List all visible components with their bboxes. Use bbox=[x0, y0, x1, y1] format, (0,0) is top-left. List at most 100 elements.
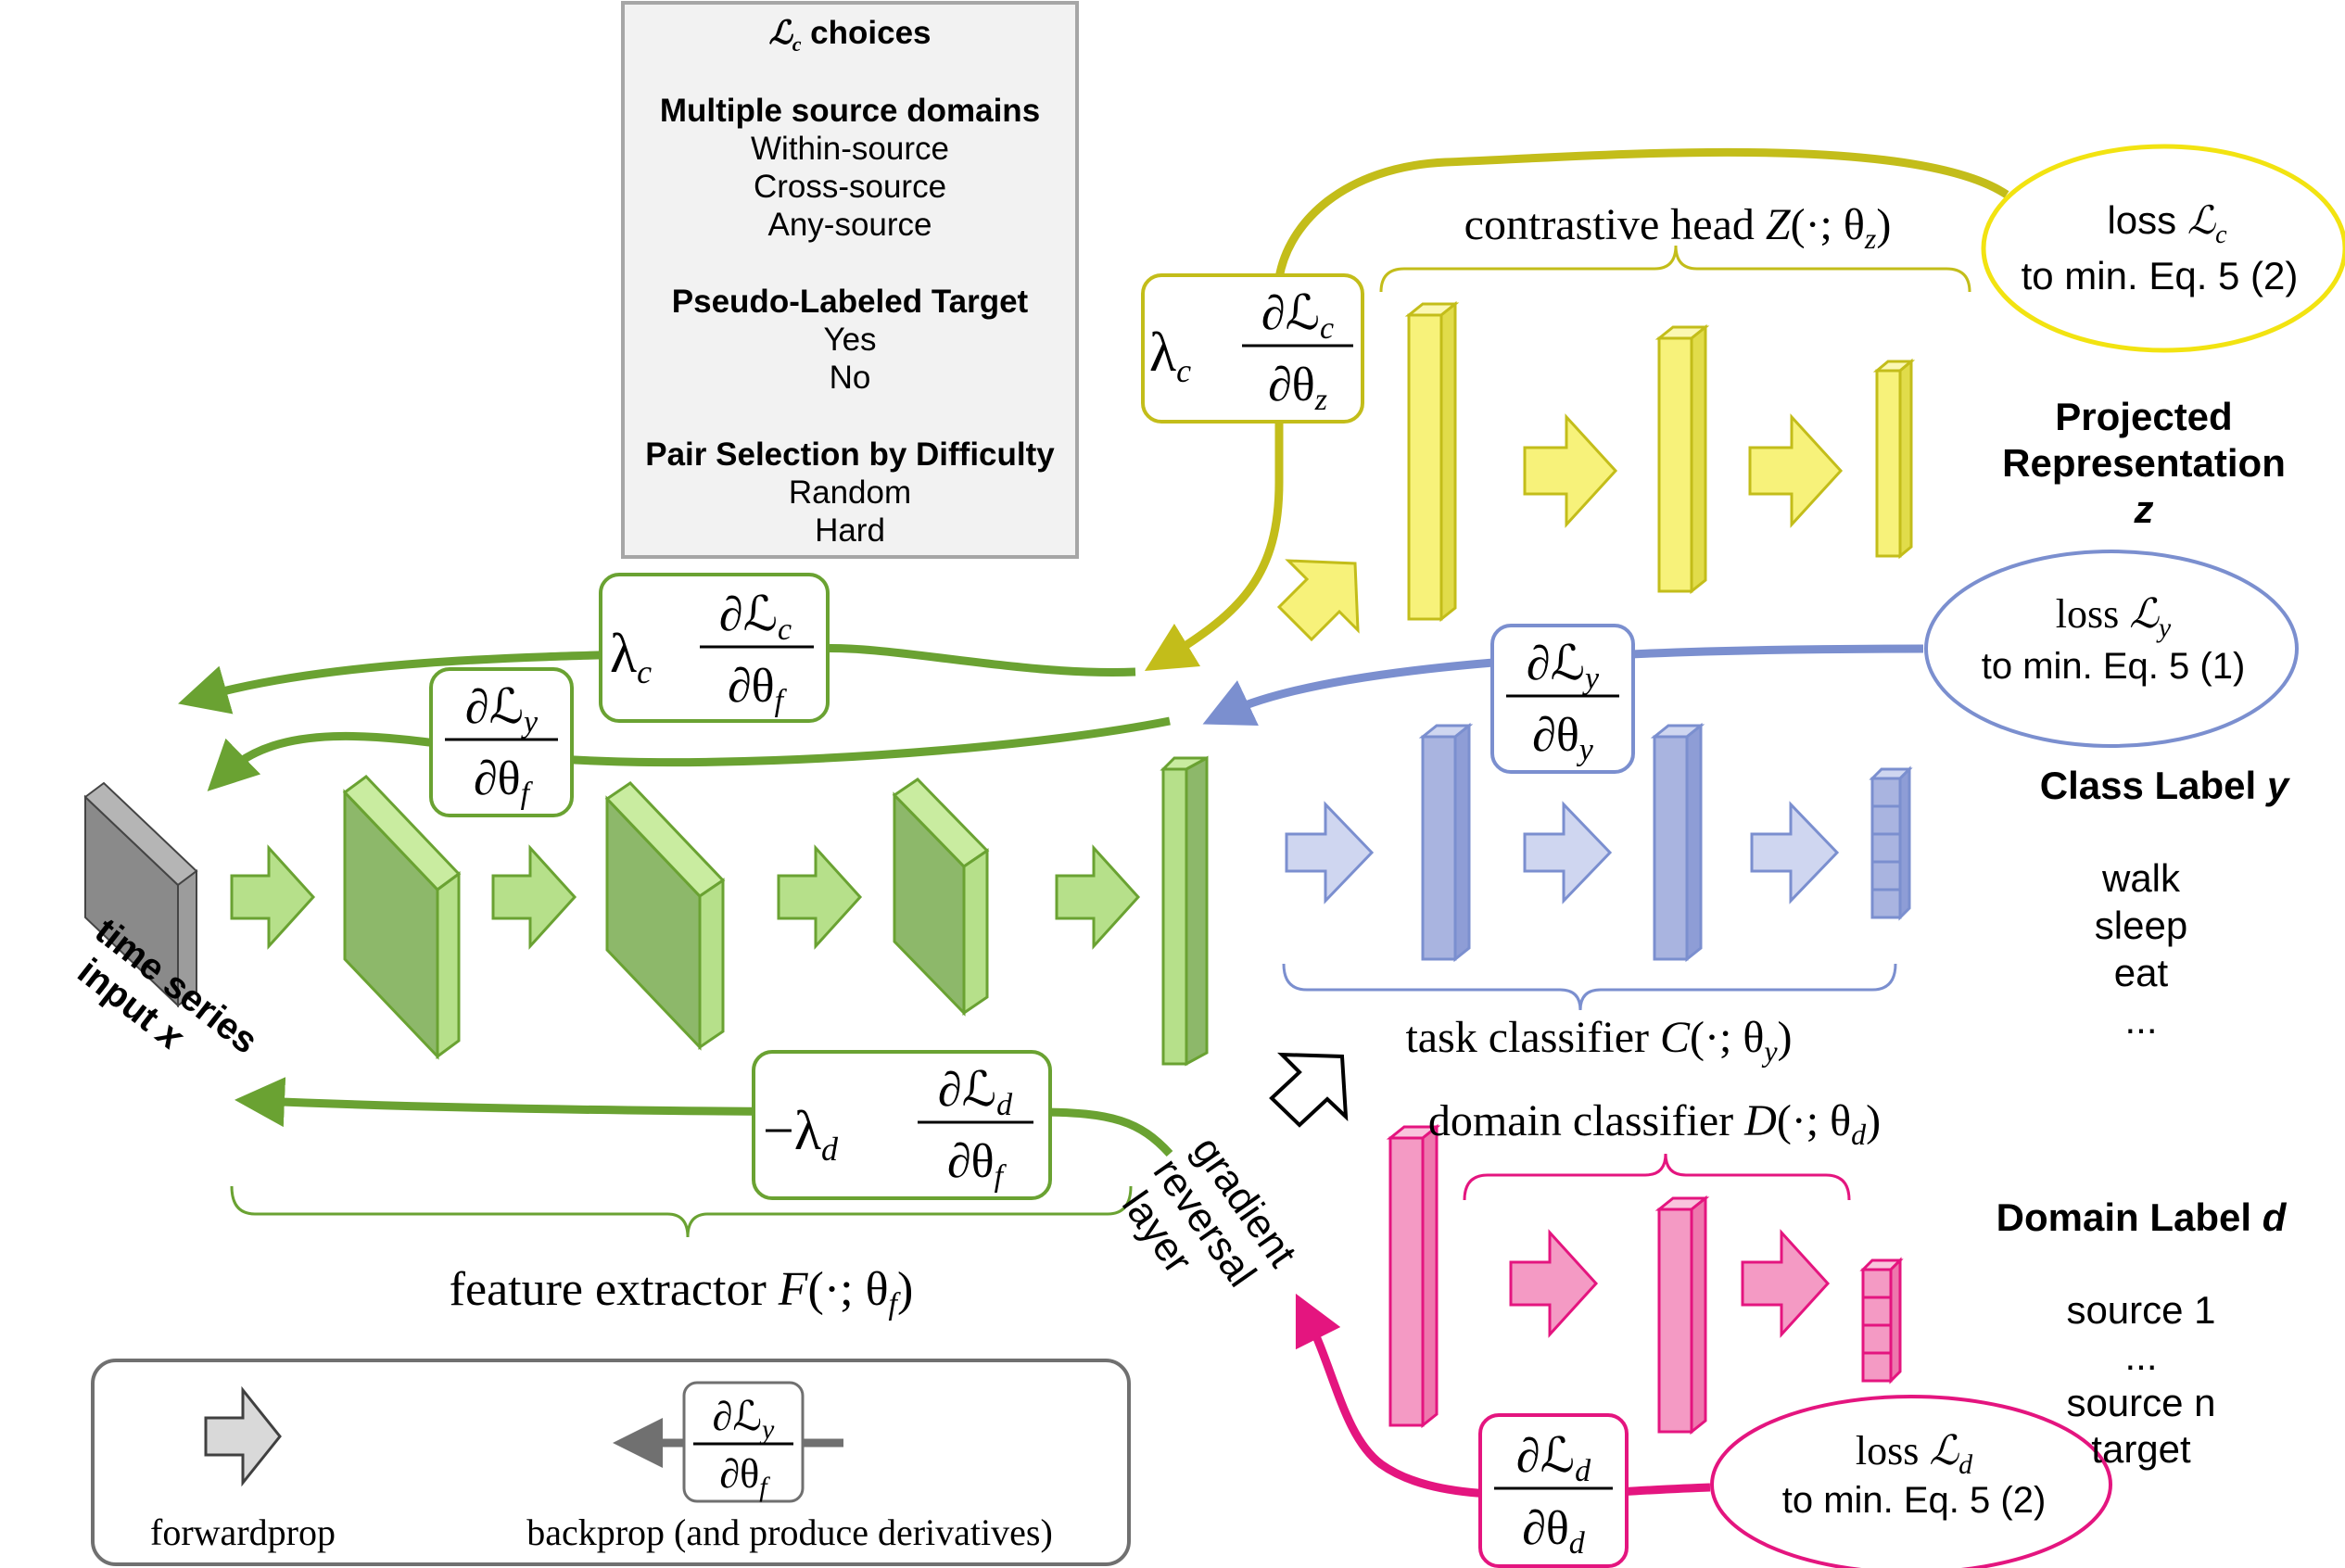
choice-cross-source: Cross-source bbox=[754, 169, 946, 205]
gradient-box-contrastive-head: λc ∂ℒc ∂θz bbox=[1141, 273, 1364, 424]
legend-grad-numerator: ∂ℒy bbox=[713, 1394, 775, 1445]
domain-arrow-2 bbox=[1741, 1229, 1831, 1338]
grad-numerator: ∂ℒc bbox=[1261, 287, 1334, 346]
class-item-sleep: sleep bbox=[2095, 904, 2187, 947]
legend-box: forwardprop ∂ℒy ∂θf backprop (and produc… bbox=[91, 1359, 1131, 1566]
choice-any-source: Any-source bbox=[767, 207, 932, 243]
choice-hard: Hard bbox=[815, 512, 885, 549]
grad-coef: λc bbox=[1149, 322, 1191, 389]
contrastive-arrow-up bbox=[1276, 559, 1360, 642]
backprop-contrastive-path bbox=[1144, 147, 2009, 672]
contrastive-head-brace bbox=[1379, 245, 1971, 293]
loss-domain-line1: loss ℒd bbox=[1856, 1428, 1973, 1480]
section-heading-pair-selection: Pair Selection by Difficulty bbox=[645, 436, 1055, 473]
legend-forward-label: forwardprop bbox=[150, 1511, 336, 1553]
choice-within-source: Within-source bbox=[751, 131, 949, 167]
grad-coef: λc bbox=[610, 623, 652, 690]
legend-backward-label: backprop (and produce derivatives) bbox=[526, 1511, 1053, 1553]
contrastive-arrow-2 bbox=[1748, 413, 1844, 528]
legend-gradient-sample bbox=[682, 1381, 805, 1503]
class-item-eat: eat bbox=[2114, 951, 2169, 994]
gradient-reversal-label: gradient reversal layer bbox=[1113, 1129, 1305, 1296]
feature-extractor-label: feature extractor F(·; θf) bbox=[450, 1263, 914, 1321]
loss-task-line1: loss ℒy bbox=[2056, 591, 2172, 643]
input-block bbox=[83, 781, 198, 1008]
domain-classifier-brace bbox=[1463, 1153, 1851, 1201]
grad-denominator: ∂θd bbox=[1522, 1502, 1586, 1561]
loss-task-line2: to min. Eq. 5 (1) bbox=[1982, 646, 2246, 687]
loss-contrastive: loss ℒc to min. Eq. 5 (2) bbox=[1981, 144, 2345, 353]
contrastive-arrow-1 bbox=[1523, 413, 1618, 528]
contrastive-forward-arrows bbox=[1276, 413, 1844, 642]
gradient-box-domain-feature: −λd ∂ℒd ∂θf bbox=[752, 1050, 1052, 1200]
contrastive-head-layers bbox=[1404, 300, 1916, 623]
lc-choices-box: ℒc choices Multiple source domains Withi… bbox=[621, 1, 1079, 559]
loss-contrastive-line1: loss ℒc bbox=[2107, 198, 2227, 249]
lc-choices-title: ℒc choices bbox=[768, 15, 931, 56]
task-classifier-brace bbox=[1282, 963, 1897, 1011]
section-heading-source-domains: Multiple source domains bbox=[660, 93, 1040, 129]
grad-numerator: ∂ℒd bbox=[1516, 1430, 1591, 1488]
class-item-ellipsis: ... bbox=[2124, 998, 2157, 1042]
lc-choices-box-frame bbox=[621, 1, 1079, 559]
grad-coef: −λd bbox=[763, 1100, 839, 1168]
contrastive-head-label: contrastive head Z(·; θz) bbox=[1464, 200, 1892, 255]
grad-numerator: ∂ℒy bbox=[1527, 638, 1600, 696]
domain-item-target: target bbox=[2091, 1427, 2191, 1471]
projected-rep-var: z bbox=[2134, 487, 2154, 531]
legend-frame bbox=[91, 1359, 1131, 1566]
forward-arrow-3 bbox=[777, 844, 863, 950]
task-forward-arrows bbox=[1285, 801, 1840, 904]
domain-label-title: Domain Label d bbox=[1996, 1195, 2288, 1239]
grad-numerator: ∂ℒc bbox=[719, 588, 792, 647]
domain-arrow-1 bbox=[1509, 1229, 1599, 1338]
task-classifier-layers bbox=[1418, 722, 1913, 963]
domain-item-ellipsis: ... bbox=[2124, 1334, 2157, 1378]
projected-rep-line1: Projected bbox=[2055, 395, 2232, 438]
feature-extractor-layers bbox=[342, 755, 1209, 1067]
class-label-title: Class Label y bbox=[2040, 764, 2291, 807]
choice-random: Random bbox=[789, 474, 911, 511]
gradient-reversal-arrow bbox=[1269, 1052, 1349, 1128]
forward-arrow-4 bbox=[1055, 844, 1141, 950]
domain-item-source1: source 1 bbox=[2066, 1288, 2215, 1332]
loss-domain-line2: to min. Eq. 5 (2) bbox=[1782, 1480, 2047, 1521]
legend-forward-arrow bbox=[204, 1385, 282, 1487]
domain-label-group: Domain Label d source 1 ... source n tar… bbox=[1996, 1195, 2288, 1471]
task-arrow-1 bbox=[1285, 801, 1375, 904]
gradient-box-task-feature: ∂ℒy ∂θf bbox=[429, 667, 574, 817]
loss-task: loss ℒy to min. Eq. 5 (1) bbox=[1924, 550, 2299, 748]
forward-arrow-1 bbox=[230, 844, 316, 950]
task-arrow-3 bbox=[1750, 801, 1840, 904]
domain-classifier-label: domain classifier D(·; θd) bbox=[1428, 1096, 1881, 1151]
feature-forward-arrows bbox=[230, 844, 1141, 950]
gradient-box-contrastive-feature: λc ∂ℒc ∂θf bbox=[599, 573, 830, 723]
backprop-task-feature-path bbox=[207, 716, 1171, 791]
loss-contrastive-line2: to min. Eq. 5 (2) bbox=[2022, 254, 2299, 297]
class-item-walk: walk bbox=[2101, 856, 2181, 900]
grad-numerator: ∂ℒd bbox=[938, 1064, 1013, 1122]
section-heading-pseudo-labeled: Pseudo-Labeled Target bbox=[672, 284, 1029, 320]
feature-extractor-brace bbox=[230, 1185, 1133, 1238]
gradient-box-task-head: ∂ℒy ∂θy bbox=[1490, 624, 1635, 774]
gradient-box-domain-head: ∂ℒd ∂θd bbox=[1478, 1413, 1629, 1568]
choice-yes: Yes bbox=[823, 322, 876, 358]
task-arrow-2 bbox=[1523, 801, 1613, 904]
task-classifier-label: task classifier C(·; θy) bbox=[1405, 1013, 1792, 1068]
domain-forward-arrows bbox=[1509, 1229, 1831, 1338]
domain-item-source-n: source n bbox=[2066, 1381, 2215, 1424]
loss-domain: loss ℒd to min. Eq. 5 (2) bbox=[1710, 1395, 2112, 1568]
grad-denominator: ∂θz bbox=[1268, 359, 1327, 417]
projected-representation-label: Projected Representation z bbox=[2002, 395, 2286, 531]
grad-denominator: ∂θf bbox=[474, 752, 534, 811]
domain-output-units bbox=[1859, 1257, 1904, 1385]
grad-denominator: ∂θy bbox=[1532, 709, 1594, 767]
choice-no: No bbox=[830, 360, 871, 396]
forward-arrow-2 bbox=[491, 844, 577, 950]
grad-numerator: ∂ℒy bbox=[465, 681, 539, 740]
projected-rep-line2: Representation bbox=[2002, 441, 2286, 485]
task-output-units bbox=[1869, 765, 1913, 921]
domain-classifier-layers bbox=[1386, 1123, 1904, 1435]
class-label-group: Class Label y walk sleep eat ... bbox=[2040, 764, 2291, 1042]
